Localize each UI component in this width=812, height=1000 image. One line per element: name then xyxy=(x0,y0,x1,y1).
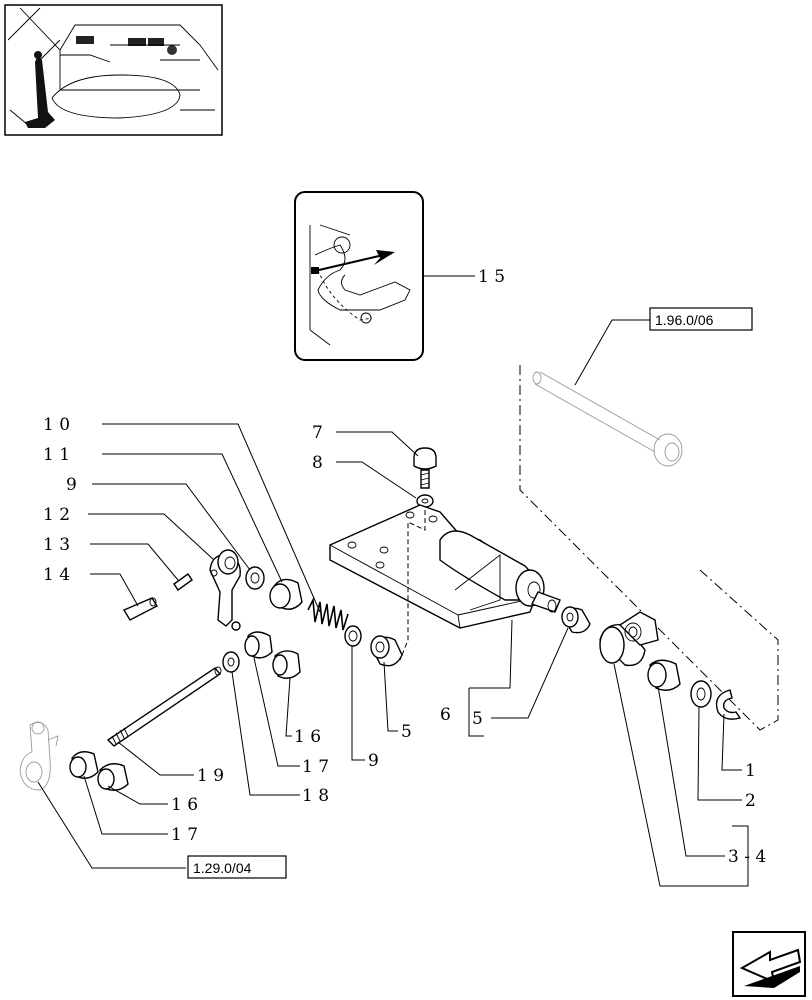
washer-part-9-top xyxy=(245,566,265,590)
callout-9-top: 9 xyxy=(66,475,77,495)
callout-19: 1 9 xyxy=(197,766,224,786)
lever-part-12 xyxy=(209,549,241,631)
callout-14: 1 4 xyxy=(43,565,70,585)
reference-link-top[interactable]: 1.96.0/06 xyxy=(649,307,753,331)
bushing-part-17-low xyxy=(69,751,99,779)
callout-12: 1 2 xyxy=(43,505,70,525)
detail-inset xyxy=(294,191,424,361)
ghost-lever xyxy=(19,721,59,791)
callout-9-low: 9 xyxy=(368,751,379,771)
callout-2: 2 xyxy=(745,791,756,811)
callout-8: 8 xyxy=(312,453,323,473)
pin-part-14 xyxy=(122,597,158,621)
reference-label-top[interactable]: 1.96.0/06 xyxy=(655,312,714,328)
reference-label-bottom[interactable]: 1.29.0/04 xyxy=(193,860,252,876)
washer-part-9-low xyxy=(344,625,362,647)
callout-6: 6 xyxy=(440,705,451,725)
bushing-part-5-left xyxy=(370,635,403,667)
bushing-part-17-top xyxy=(244,631,273,659)
callout-16-low: 1 6 xyxy=(171,795,198,815)
spring-part-10 xyxy=(307,597,349,631)
bushing-part-5-right xyxy=(561,606,591,634)
pin-part-13 xyxy=(173,573,193,591)
clip-part-1 xyxy=(715,689,742,720)
callout-13: 1 3 xyxy=(43,535,70,555)
bushing-part-16-low xyxy=(97,763,129,791)
callout-10: 1 0 xyxy=(43,415,70,435)
bolt-part xyxy=(413,447,437,489)
bushing-part-2 xyxy=(647,659,681,691)
next-page-arrow-icon[interactable] xyxy=(732,931,806,997)
bushing-part-16-top xyxy=(272,650,301,679)
callout-17-low: 1 7 xyxy=(171,825,198,845)
lever-hub-part-3-4 xyxy=(599,611,659,667)
callout-1: 1 xyxy=(745,761,756,781)
locator-thumbnail xyxy=(4,4,223,136)
callout-18: 1 8 xyxy=(302,786,329,806)
bushing-part-11 xyxy=(269,578,303,610)
callout-3-4: 3 - 4 xyxy=(728,847,766,867)
callout-17-top: 1 7 xyxy=(302,757,329,777)
ghost-shaft xyxy=(532,371,683,467)
callout-6-5: 5 xyxy=(472,709,483,729)
callout-7: 7 xyxy=(312,423,323,443)
pedal-bracket xyxy=(329,504,561,661)
reference-link-bottom[interactable]: 1.29.0/04 xyxy=(187,855,287,879)
bushing-part-18 xyxy=(222,651,240,673)
callout-15: 1 5 xyxy=(478,267,505,287)
rod-part-19 xyxy=(106,666,222,747)
washer-part-2 xyxy=(690,680,712,708)
callout-5-left: 5 xyxy=(401,722,412,742)
callout-11: 1 1 xyxy=(43,445,70,465)
callout-16-top: 1 6 xyxy=(294,727,321,747)
